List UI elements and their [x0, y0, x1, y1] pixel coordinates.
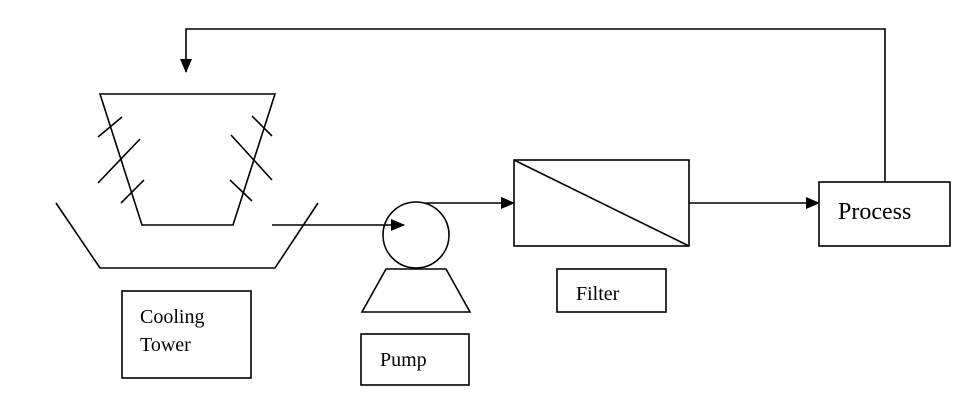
- cooling-tower-label-line1: Cooling: [140, 306, 204, 328]
- filter-symbol: [513, 159, 690, 247]
- cooling-tower-body: [98, 93, 277, 226]
- cooling-tower-louvre: [230, 134, 273, 181]
- process-label: Process: [838, 199, 911, 225]
- process-box: [818, 181, 951, 247]
- pump-label: Pump: [380, 349, 427, 371]
- cooling-tower-louvre: [229, 179, 253, 202]
- cooling-tower-basin: [55, 202, 319, 269]
- cooling-tower-louvre: [120, 179, 145, 204]
- cooling-tower-louvre: [251, 115, 273, 137]
- cooling-tower-label-line2: Tower: [140, 334, 191, 356]
- flow-arrow-return-to-tower: [180, 28, 886, 182]
- pump-label-box: [360, 333, 470, 386]
- cooling-tower-symbol: [55, 93, 319, 269]
- pump-impeller-circle: [382, 201, 450, 269]
- pump-symbol: [360, 201, 472, 313]
- cooling-tower-label-box: [121, 290, 252, 379]
- filter-label: Filter: [576, 283, 620, 305]
- pump-base: [360, 268, 472, 313]
- filter-media-diagonal: [513, 159, 690, 247]
- filter-label-box: [556, 268, 667, 313]
- cooling-tower-louvre: [97, 116, 123, 138]
- cooling-tower-louvre: [97, 138, 141, 184]
